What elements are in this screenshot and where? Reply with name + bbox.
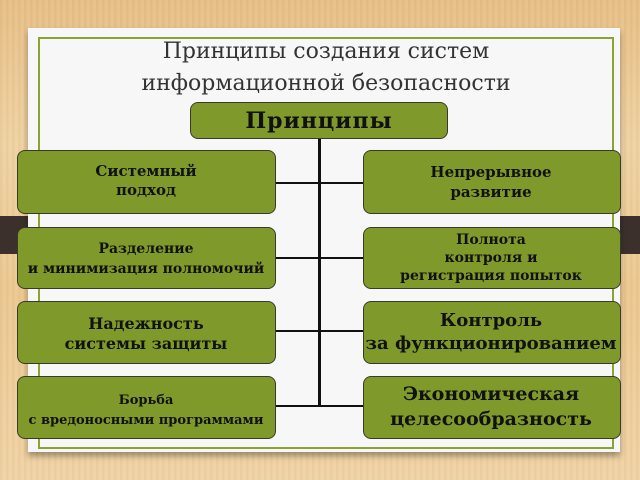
- principle-box-continuous-development: [363, 150, 621, 214]
- label-control-completeness: Полнота контроля и регистрация попыток: [400, 231, 582, 285]
- label-line: системы защиты: [64, 334, 228, 353]
- label-line: Борьба: [118, 393, 174, 408]
- connector-row-1: [276, 182, 364, 184]
- label-line: и минимизация полномочий: [27, 261, 265, 277]
- principle-box-operation-control: [363, 301, 621, 364]
- principle-box-control-completeness: [363, 227, 621, 289]
- slide-title-line-1: Принципы создания систем: [162, 39, 490, 64]
- root-principles-label: Принципы: [245, 107, 393, 134]
- label-line: подход: [116, 181, 176, 199]
- label-systemic-approach: Системный подход: [95, 162, 196, 200]
- label-line: Надежность: [88, 314, 204, 333]
- label-malware-fight: Борьба с вредоносными программами: [29, 391, 264, 431]
- label-line: Непрерывное: [430, 163, 552, 181]
- principle-box-economic-feasibility: [363, 376, 621, 439]
- main-vertical-connector: [318, 138, 321, 406]
- label-economic-feasibility: Экономическая целесообразность: [390, 382, 592, 432]
- label-line: с вредоносными программами: [28, 413, 264, 428]
- connector-row-3: [276, 330, 364, 332]
- label-line: Экономическая: [402, 383, 580, 405]
- root-principles-box: Принципы: [190, 102, 448, 139]
- label-line: развитие: [450, 183, 532, 201]
- label-line: Контроль: [439, 310, 543, 331]
- connector-row-2: [276, 257, 364, 259]
- label-line: целесообразность: [390, 408, 592, 430]
- label-operation-control: Контроль за функционированием: [366, 309, 617, 355]
- label-separation-minimization: Разделение и минимизация полномочий: [28, 239, 264, 279]
- slide-title: Принципы создания систем информационной …: [40, 36, 612, 100]
- label-line: регистрация попыток: [400, 268, 582, 284]
- connector-row-4: [276, 405, 364, 407]
- label-line: контроля и: [444, 250, 538, 266]
- principle-box-reliability: [17, 301, 276, 364]
- label-line: Системный: [95, 162, 197, 180]
- principle-box-malware-fight: [17, 376, 276, 439]
- principle-box-separation-minimization: [17, 227, 276, 289]
- slide-title-line-2: информационной безопасности: [141, 71, 511, 96]
- principle-box-systemic-approach: [17, 150, 276, 214]
- label-reliability: Надежность системы защиты: [65, 314, 228, 354]
- label-continuous-development: Непрерывное развитие: [430, 162, 551, 202]
- label-line: Полнота: [456, 232, 526, 248]
- label-line: Разделение: [98, 241, 194, 257]
- label-line: за функционированием: [365, 333, 617, 354]
